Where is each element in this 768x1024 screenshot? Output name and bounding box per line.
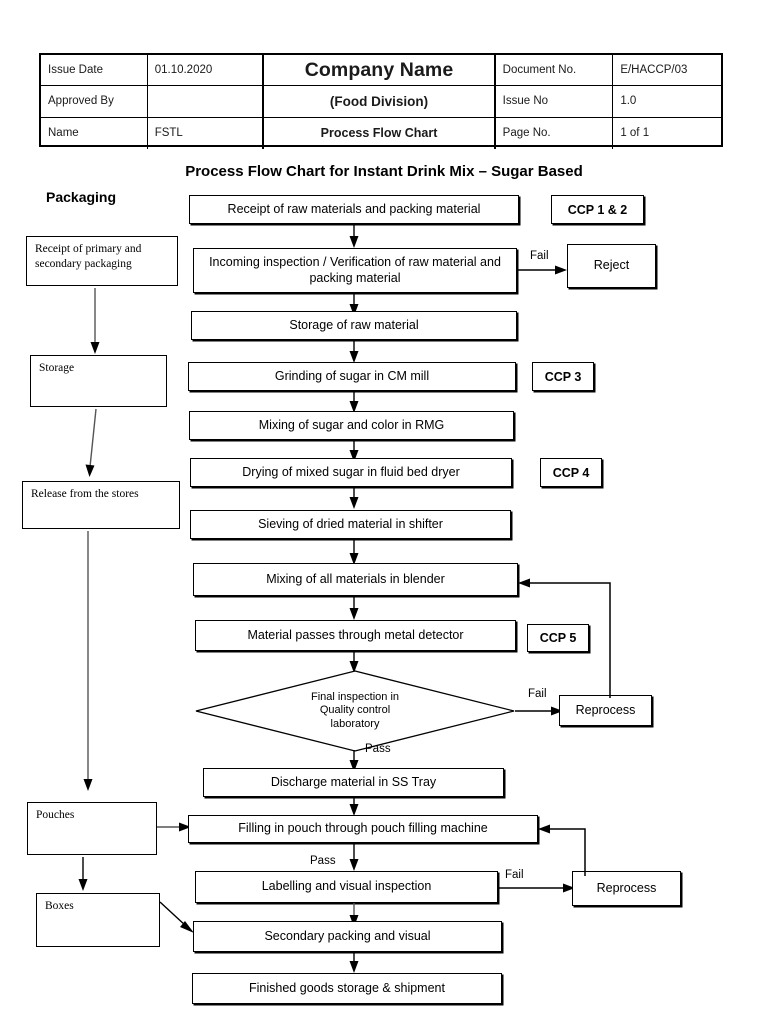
header-row-1: Issue Date 01.10.2020 Company Name Docum…: [41, 55, 721, 87]
ccp-badge-1-2: CCP 1 & 2: [551, 195, 644, 224]
process-box-mixing-sugar-color: Mixing of sugar and color in RMG: [189, 411, 514, 440]
decision-line-2: Quality control: [319, 704, 391, 717]
edge-label-fail-3: Fail: [505, 869, 524, 881]
decision-label: Final inspection in Quality control labo…: [195, 670, 515, 752]
connector-step9-to-decision: [347, 651, 361, 675]
connector-labelling-fail-to-reprocess-2: [497, 881, 577, 895]
connector-pouches-to-boxes: [76, 857, 90, 893]
connector-packaging-storage-to-release: [84, 408, 102, 479]
ccp-badge-4: CCP 4: [540, 458, 602, 487]
connector-inspection-to-reject: [517, 263, 569, 277]
reprocess-box-2: Reprocess: [572, 871, 681, 906]
process-box-incoming-inspection: Incoming inspection / Verification of ra…: [193, 248, 517, 293]
process-box-sieving-shifter: Sieving of dried material in shifter: [190, 510, 511, 539]
connector-decision-fail-to-reprocess-1: [515, 704, 565, 718]
connector-packaging-receipt-to-storage: [88, 288, 102, 356]
issue-date-label: Issue Date: [41, 55, 148, 86]
decision-line-1: Final inspection in: [310, 690, 400, 703]
issue-no-value: 1.0: [620, 95, 637, 108]
connector-step3-to-step4: [347, 340, 361, 365]
process-box-mixing-blender: Mixing of all materials in blender: [193, 563, 518, 596]
process-box-finished-goods: Finished goods storage & shipment: [192, 973, 502, 1004]
approved-by-label: Approved By: [41, 86, 148, 117]
process-box-secondary-packing: Secondary packing and visual: [193, 921, 502, 952]
connector-boxes-to-secondary-packing: [158, 900, 200, 938]
packaging-box-release: Release from the stores: [22, 481, 180, 529]
reprocess-box-1: Reprocess: [559, 695, 652, 726]
edge-label-pass-1: Pass: [365, 743, 391, 755]
name-value: FSTL: [148, 117, 265, 149]
connector-pouches-to-filling: [157, 820, 193, 834]
packaging-box-pouches: Pouches: [27, 802, 157, 855]
connector-reprocess-1-loop-to-blender: [515, 576, 619, 700]
document-no-value: E/HACCP/03: [620, 64, 688, 77]
decision-line-3: laboratory: [330, 717, 380, 730]
connector-step2-to-step3: [347, 293, 361, 318]
company-name: Company Name: [264, 55, 496, 86]
issue-date-value: 01.10.2020: [148, 55, 265, 86]
page-no-value: 1 of 1: [620, 127, 650, 140]
packaging-box-boxes: Boxes: [36, 893, 160, 947]
connector-step5-to-step6: [347, 440, 361, 464]
name-label: Name: [41, 117, 148, 149]
edge-label-fail-1: Fail: [530, 250, 549, 262]
connector-reprocess-2-loop-to-filling: [535, 822, 605, 878]
connector-packaging-release-to-pouches: [81, 531, 95, 793]
process-box-receipt-raw-materials: Receipt of raw materials and packing mat…: [189, 195, 519, 224]
process-box-storage-raw-material: Storage of raw material: [191, 311, 517, 340]
process-box-discharge-ss-tray: Discharge material in SS Tray: [203, 768, 504, 797]
connector-discharge-to-filling: [347, 797, 361, 818]
connector-step6-to-step7: [347, 487, 361, 511]
process-box-grinding-sugar: Grinding of sugar in CM mill: [188, 362, 516, 391]
document-no-label: Document No.: [496, 55, 614, 86]
edge-label-fail-2: Fail: [528, 688, 547, 700]
packaging-heading: Packaging: [46, 189, 117, 205]
approved-by-value: [148, 86, 265, 117]
header-row-2: Approved By (Food Division) Issue No 1.0: [41, 86, 721, 118]
division-name: (Food Division): [264, 86, 496, 117]
decision-final-inspection: Final inspection in Quality control labo…: [195, 670, 515, 752]
process-box-labelling-inspection: Labelling and visual inspection: [195, 871, 498, 903]
connector-step8-to-step9: [347, 596, 361, 622]
connector-step7-to-step8: [347, 539, 361, 567]
ccp-badge-5: CCP 5: [527, 624, 589, 652]
connector-secondary-to-finished: [347, 952, 361, 975]
process-box-metal-detector: Material passes through metal detector: [195, 620, 516, 651]
issue-no-label: Issue No: [496, 86, 614, 117]
process-box-filling-pouch: Filling in pouch through pouch filling m…: [188, 815, 538, 843]
packaging-box-receipt: Receipt of primary and secondary packagi…: [26, 236, 178, 286]
connector-step1-to-step2: [347, 224, 361, 250]
process-box-drying-fluid-bed: Drying of mixed sugar in fluid bed dryer: [190, 458, 512, 487]
page-title: Process Flow Chart for Instant Drink Mix…: [185, 163, 583, 180]
packaging-box-storage: Storage: [30, 355, 167, 407]
edge-label-pass-2: Pass: [310, 855, 336, 867]
connector-filling-to-labelling: [347, 843, 361, 873]
ccp-badge-3: CCP 3: [532, 362, 594, 391]
connector-step4-to-step5: [347, 391, 361, 415]
document-header-table: Issue Date 01.10.2020 Company Name Docum…: [39, 53, 723, 149]
connector-decision-pass-to-discharge: [347, 750, 361, 774]
page-no-label: Page No.: [496, 117, 614, 149]
reject-box: Reject: [567, 244, 656, 288]
doc-type: Process Flow Chart: [264, 117, 496, 149]
header-row-3: Name FSTL Process Flow Chart Page No. 1 …: [41, 117, 721, 149]
